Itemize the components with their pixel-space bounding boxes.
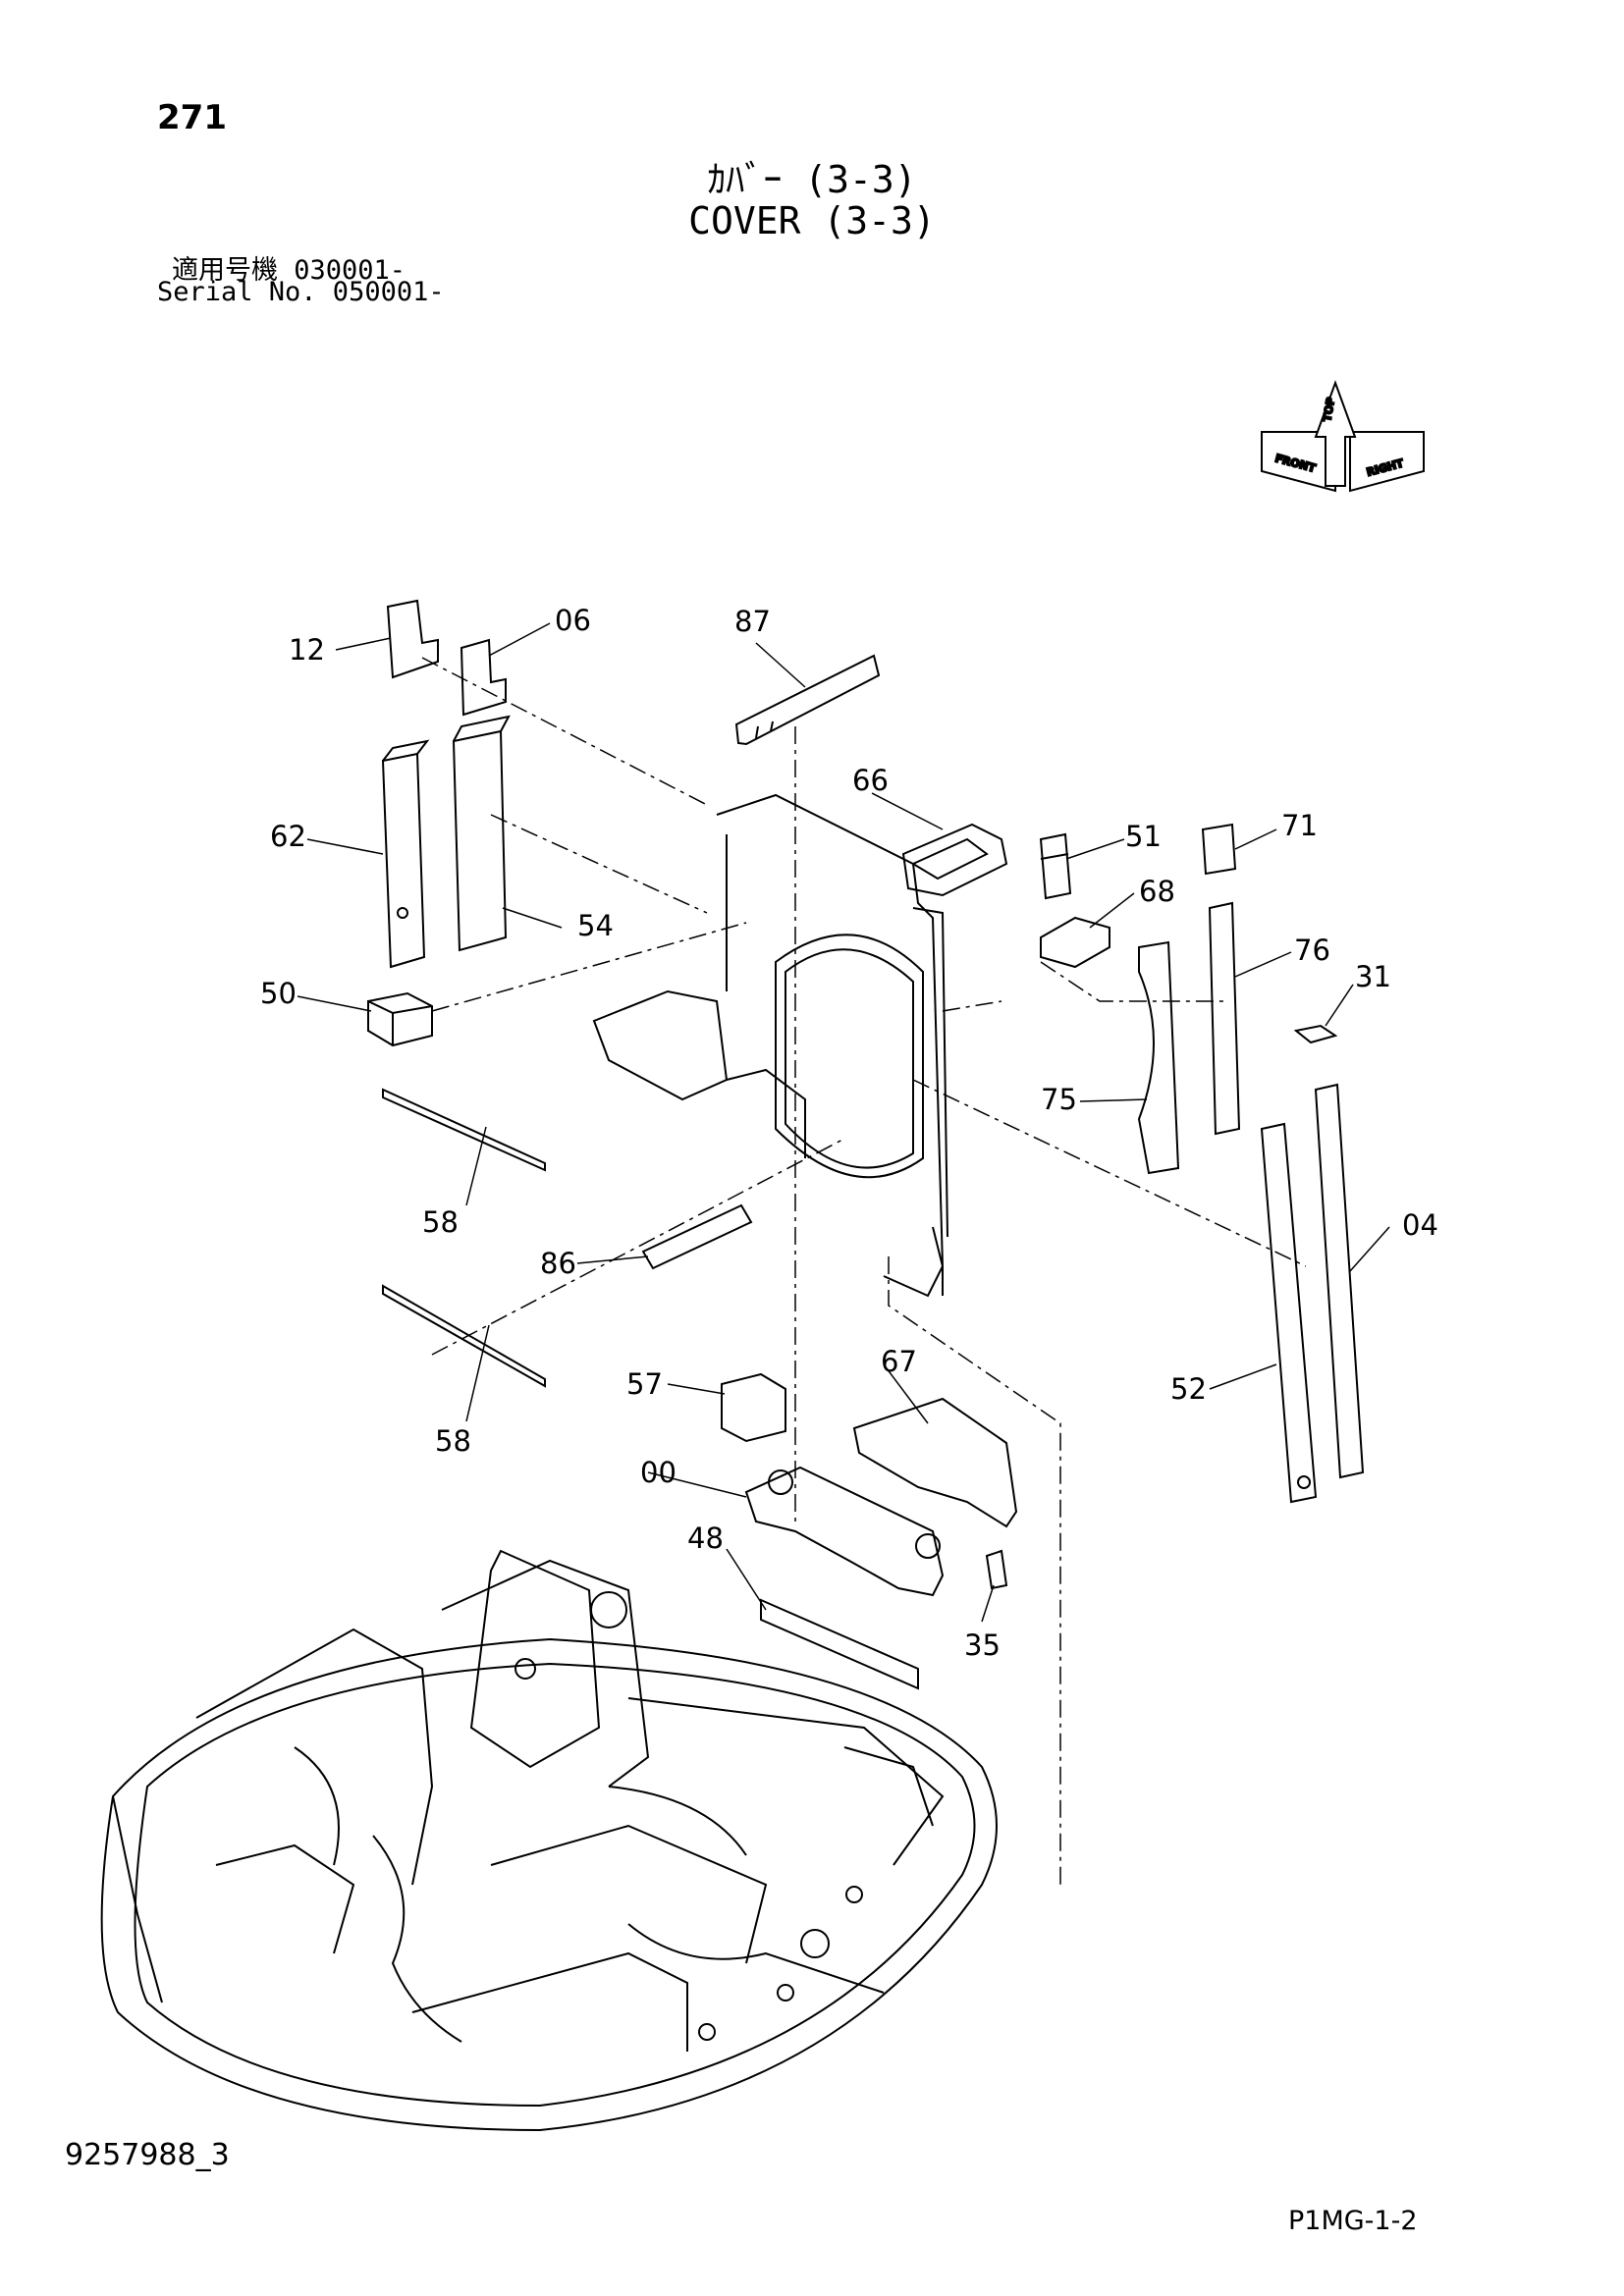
callout-label: 66 xyxy=(852,764,889,797)
part-86 xyxy=(641,1203,753,1270)
callout-labels: 12 06 87 66 62 51 71 68 54 76 31 50 75 5… xyxy=(260,604,1438,1662)
callout-label: 86 xyxy=(540,1247,576,1280)
part-76 xyxy=(1208,901,1241,1136)
part-54 xyxy=(452,729,508,952)
callout-label: 87 xyxy=(734,605,771,638)
callout-label: 76 xyxy=(1294,934,1330,967)
document-number: 9257988_3 xyxy=(65,2138,230,2172)
part-12 xyxy=(386,599,439,679)
part-50 xyxy=(367,991,433,1047)
callout-label: 51 xyxy=(1125,820,1162,853)
callout-label: 57 xyxy=(626,1367,663,1401)
callout-label: 62 xyxy=(270,820,306,853)
callout-label: 67 xyxy=(881,1345,917,1378)
title-japanese: ｶﾊﾞｰ (3-3) xyxy=(707,158,917,201)
leader-lines xyxy=(297,622,1390,1623)
callout-label: 04 xyxy=(1402,1208,1438,1242)
callout-label: 58 xyxy=(435,1424,471,1458)
part-51 xyxy=(1039,832,1072,900)
page-number: 271 xyxy=(157,98,227,137)
part-57 xyxy=(721,1372,786,1443)
part-68 xyxy=(1040,916,1110,969)
callout-label: 35 xyxy=(964,1629,1001,1662)
part-71 xyxy=(1201,823,1237,876)
sheet-code: P1MG-1-2 xyxy=(1288,2206,1418,2236)
part-31 xyxy=(1293,1024,1338,1044)
part-48 xyxy=(760,1598,919,1690)
callout-label: 06 xyxy=(555,604,591,637)
serial-range-japanese: 適用号機 030001- xyxy=(172,255,406,286)
part-04 xyxy=(1314,1083,1365,1479)
callout-label: 00 xyxy=(640,1456,677,1489)
part-58 xyxy=(382,1088,546,1172)
part-75 xyxy=(1137,940,1180,1175)
part-06 xyxy=(460,638,507,717)
callout-label: 58 xyxy=(422,1205,459,1239)
orientation-icon: TOP FRONT RIGHT xyxy=(1261,380,1425,493)
part-52 xyxy=(1260,1122,1318,1504)
callout-label: 75 xyxy=(1041,1083,1077,1116)
callout-label: 31 xyxy=(1355,960,1391,993)
part-66 xyxy=(901,823,1008,897)
callout-label: 50 xyxy=(260,977,297,1010)
part-67 xyxy=(852,1397,1018,1528)
serial-range-english: Serial No. 050001- xyxy=(157,277,445,307)
title-english: COVER (3-3) xyxy=(688,199,936,242)
callout-label: 12 xyxy=(289,633,325,667)
part-62 xyxy=(381,752,426,969)
part-00 xyxy=(744,1466,945,1597)
part-87 xyxy=(734,654,881,746)
orientation-label: TOP xyxy=(1321,397,1337,423)
callout-label: 68 xyxy=(1139,875,1175,908)
upper-frame xyxy=(100,1549,998,2132)
callout-label: 48 xyxy=(687,1522,724,1555)
callout-label: 54 xyxy=(577,909,614,942)
part-35 xyxy=(985,1549,1008,1590)
assembly-lines xyxy=(421,657,1307,1885)
radiator-frame-assembly xyxy=(592,793,948,1298)
part-58 xyxy=(382,1284,546,1388)
callout-label: 71 xyxy=(1281,809,1318,842)
callout-label: 52 xyxy=(1170,1372,1207,1406)
